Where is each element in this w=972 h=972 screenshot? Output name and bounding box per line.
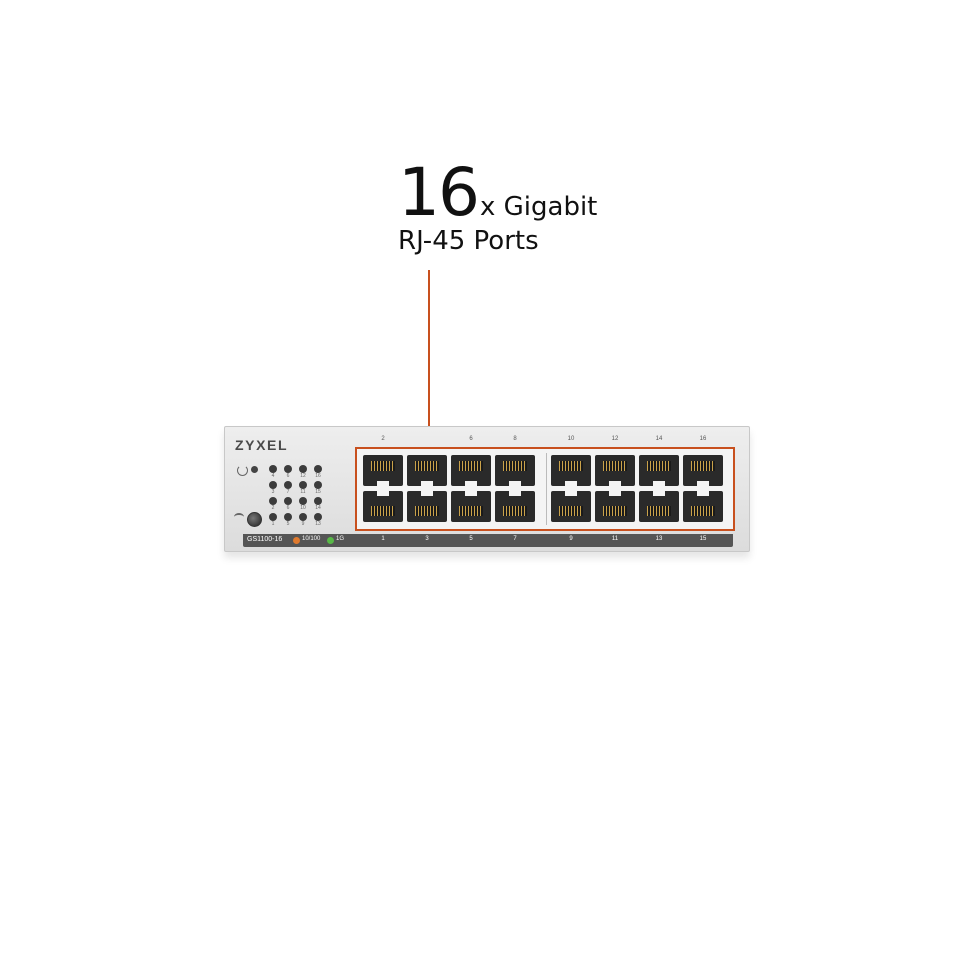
port-type-label: RJ-45 Ports xyxy=(398,226,539,256)
reset-button[interactable] xyxy=(247,512,262,527)
legend-10-100: 10/100 xyxy=(302,536,321,542)
port-number-label: 12 xyxy=(611,436,619,442)
rj45-port[interactable] xyxy=(495,455,535,486)
port-number-label: 16 xyxy=(699,436,707,442)
port-led xyxy=(284,481,292,489)
port-number-label: 6 xyxy=(469,436,473,442)
port-led xyxy=(269,497,277,505)
port-number-label: 7 xyxy=(513,536,517,542)
rj45-port[interactable] xyxy=(363,455,403,486)
port-led xyxy=(299,497,307,505)
led-number-label: 10 xyxy=(300,505,306,511)
port-led xyxy=(284,513,292,521)
rj45-port[interactable] xyxy=(683,491,723,522)
callout-line xyxy=(428,270,430,460)
led-number-label: 6 xyxy=(286,505,290,511)
rj45-port[interactable] xyxy=(495,491,535,522)
led-number-label: 9 xyxy=(301,521,305,527)
led-number-label: 15 xyxy=(315,489,321,495)
led-number-label: 1 xyxy=(271,521,275,527)
legend-orange-dot xyxy=(293,537,300,544)
led-number-label: 3 xyxy=(271,489,275,495)
port-led xyxy=(299,465,307,473)
rj45-port[interactable] xyxy=(407,455,447,486)
rj45-port[interactable] xyxy=(595,455,635,486)
port-number-label: 8 xyxy=(513,436,517,442)
rj45-port[interactable] xyxy=(595,491,635,522)
power-led xyxy=(251,466,258,473)
port-led xyxy=(269,465,277,473)
port-led xyxy=(299,513,307,521)
port-divider xyxy=(546,453,547,525)
port-led xyxy=(299,481,307,489)
port-led xyxy=(314,513,322,521)
reset-icon xyxy=(234,513,244,521)
port-led xyxy=(314,497,322,505)
led-number-label: 12 xyxy=(300,473,306,479)
led-number-label: 6 xyxy=(286,473,290,479)
brand-logo: ZYXEL xyxy=(235,437,289,453)
rj45-port[interactable] xyxy=(451,491,491,522)
led-number-label: 5 xyxy=(286,521,290,527)
port-number-label: 5 xyxy=(469,536,473,542)
legend-1g: 1G xyxy=(336,536,345,542)
rj45-port[interactable] xyxy=(451,455,491,486)
legend-green-dot xyxy=(327,537,334,544)
led-number-label: 7 xyxy=(286,489,290,495)
port-count: 16 xyxy=(398,154,480,231)
led-number-label: 16 xyxy=(315,473,321,479)
port-highlight-box xyxy=(355,447,735,531)
rj45-port[interactable] xyxy=(551,491,591,522)
port-number-label: 15 xyxy=(699,536,707,542)
power-icon xyxy=(237,465,248,476)
port-number-label: 14 xyxy=(655,436,663,442)
led-number-label: 14 xyxy=(315,505,321,511)
rj45-port[interactable] xyxy=(683,455,723,486)
port-led xyxy=(314,465,322,473)
port-speed-label: x Gigabit xyxy=(480,192,598,222)
port-number-label: 3 xyxy=(425,536,429,542)
rj45-port[interactable] xyxy=(639,491,679,522)
port-led xyxy=(269,513,277,521)
led-number-label: 2 xyxy=(271,505,275,511)
port-led xyxy=(269,481,277,489)
port-number-label: 9 xyxy=(569,536,573,542)
rj45-port[interactable] xyxy=(551,455,591,486)
port-led xyxy=(284,497,292,505)
port-number-label: 10 xyxy=(567,436,575,442)
port-led xyxy=(314,481,322,489)
port-number-label: 11 xyxy=(611,536,619,542)
model-label: GS1100-16 xyxy=(247,536,283,543)
led-number-label: 4 xyxy=(271,473,275,479)
rj45-port[interactable] xyxy=(639,455,679,486)
led-number-label: 11 xyxy=(300,489,306,495)
port-number-label: 13 xyxy=(655,536,663,542)
led-number-label: 13 xyxy=(315,521,321,527)
port-number-label: 2 xyxy=(381,436,385,442)
port-number-label: 1 xyxy=(381,536,385,542)
rj45-port[interactable] xyxy=(363,491,403,522)
rj45-port[interactable] xyxy=(407,491,447,522)
port-led xyxy=(284,465,292,473)
